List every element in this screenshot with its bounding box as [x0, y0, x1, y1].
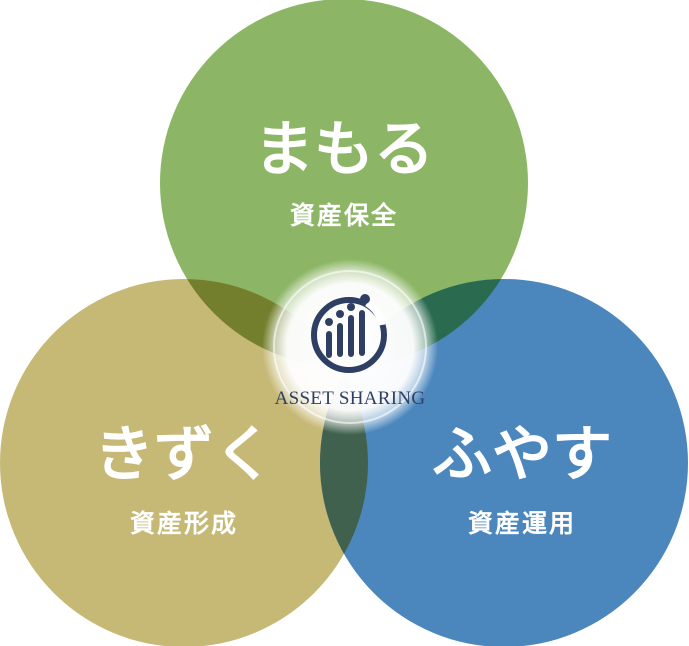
asset-sharing-logo-icon	[311, 294, 387, 373]
circle-title-protect: まもる	[254, 115, 434, 185]
circle-protect	[160, 0, 528, 367]
circle-subtitle-build: 資産形成	[130, 509, 238, 538]
circle-subtitle-grow: 資産運用	[468, 509, 576, 538]
circle-title-build: きずく	[94, 420, 274, 490]
center-logo-text: ASSET SHARING	[275, 388, 426, 409]
circle-title-grow: ふやす	[432, 420, 612, 490]
center-logo: ASSET SHARING	[262, 259, 438, 435]
center-logo-ring	[273, 270, 427, 424]
circle-subtitle-protect: 資産保全	[290, 201, 398, 230]
